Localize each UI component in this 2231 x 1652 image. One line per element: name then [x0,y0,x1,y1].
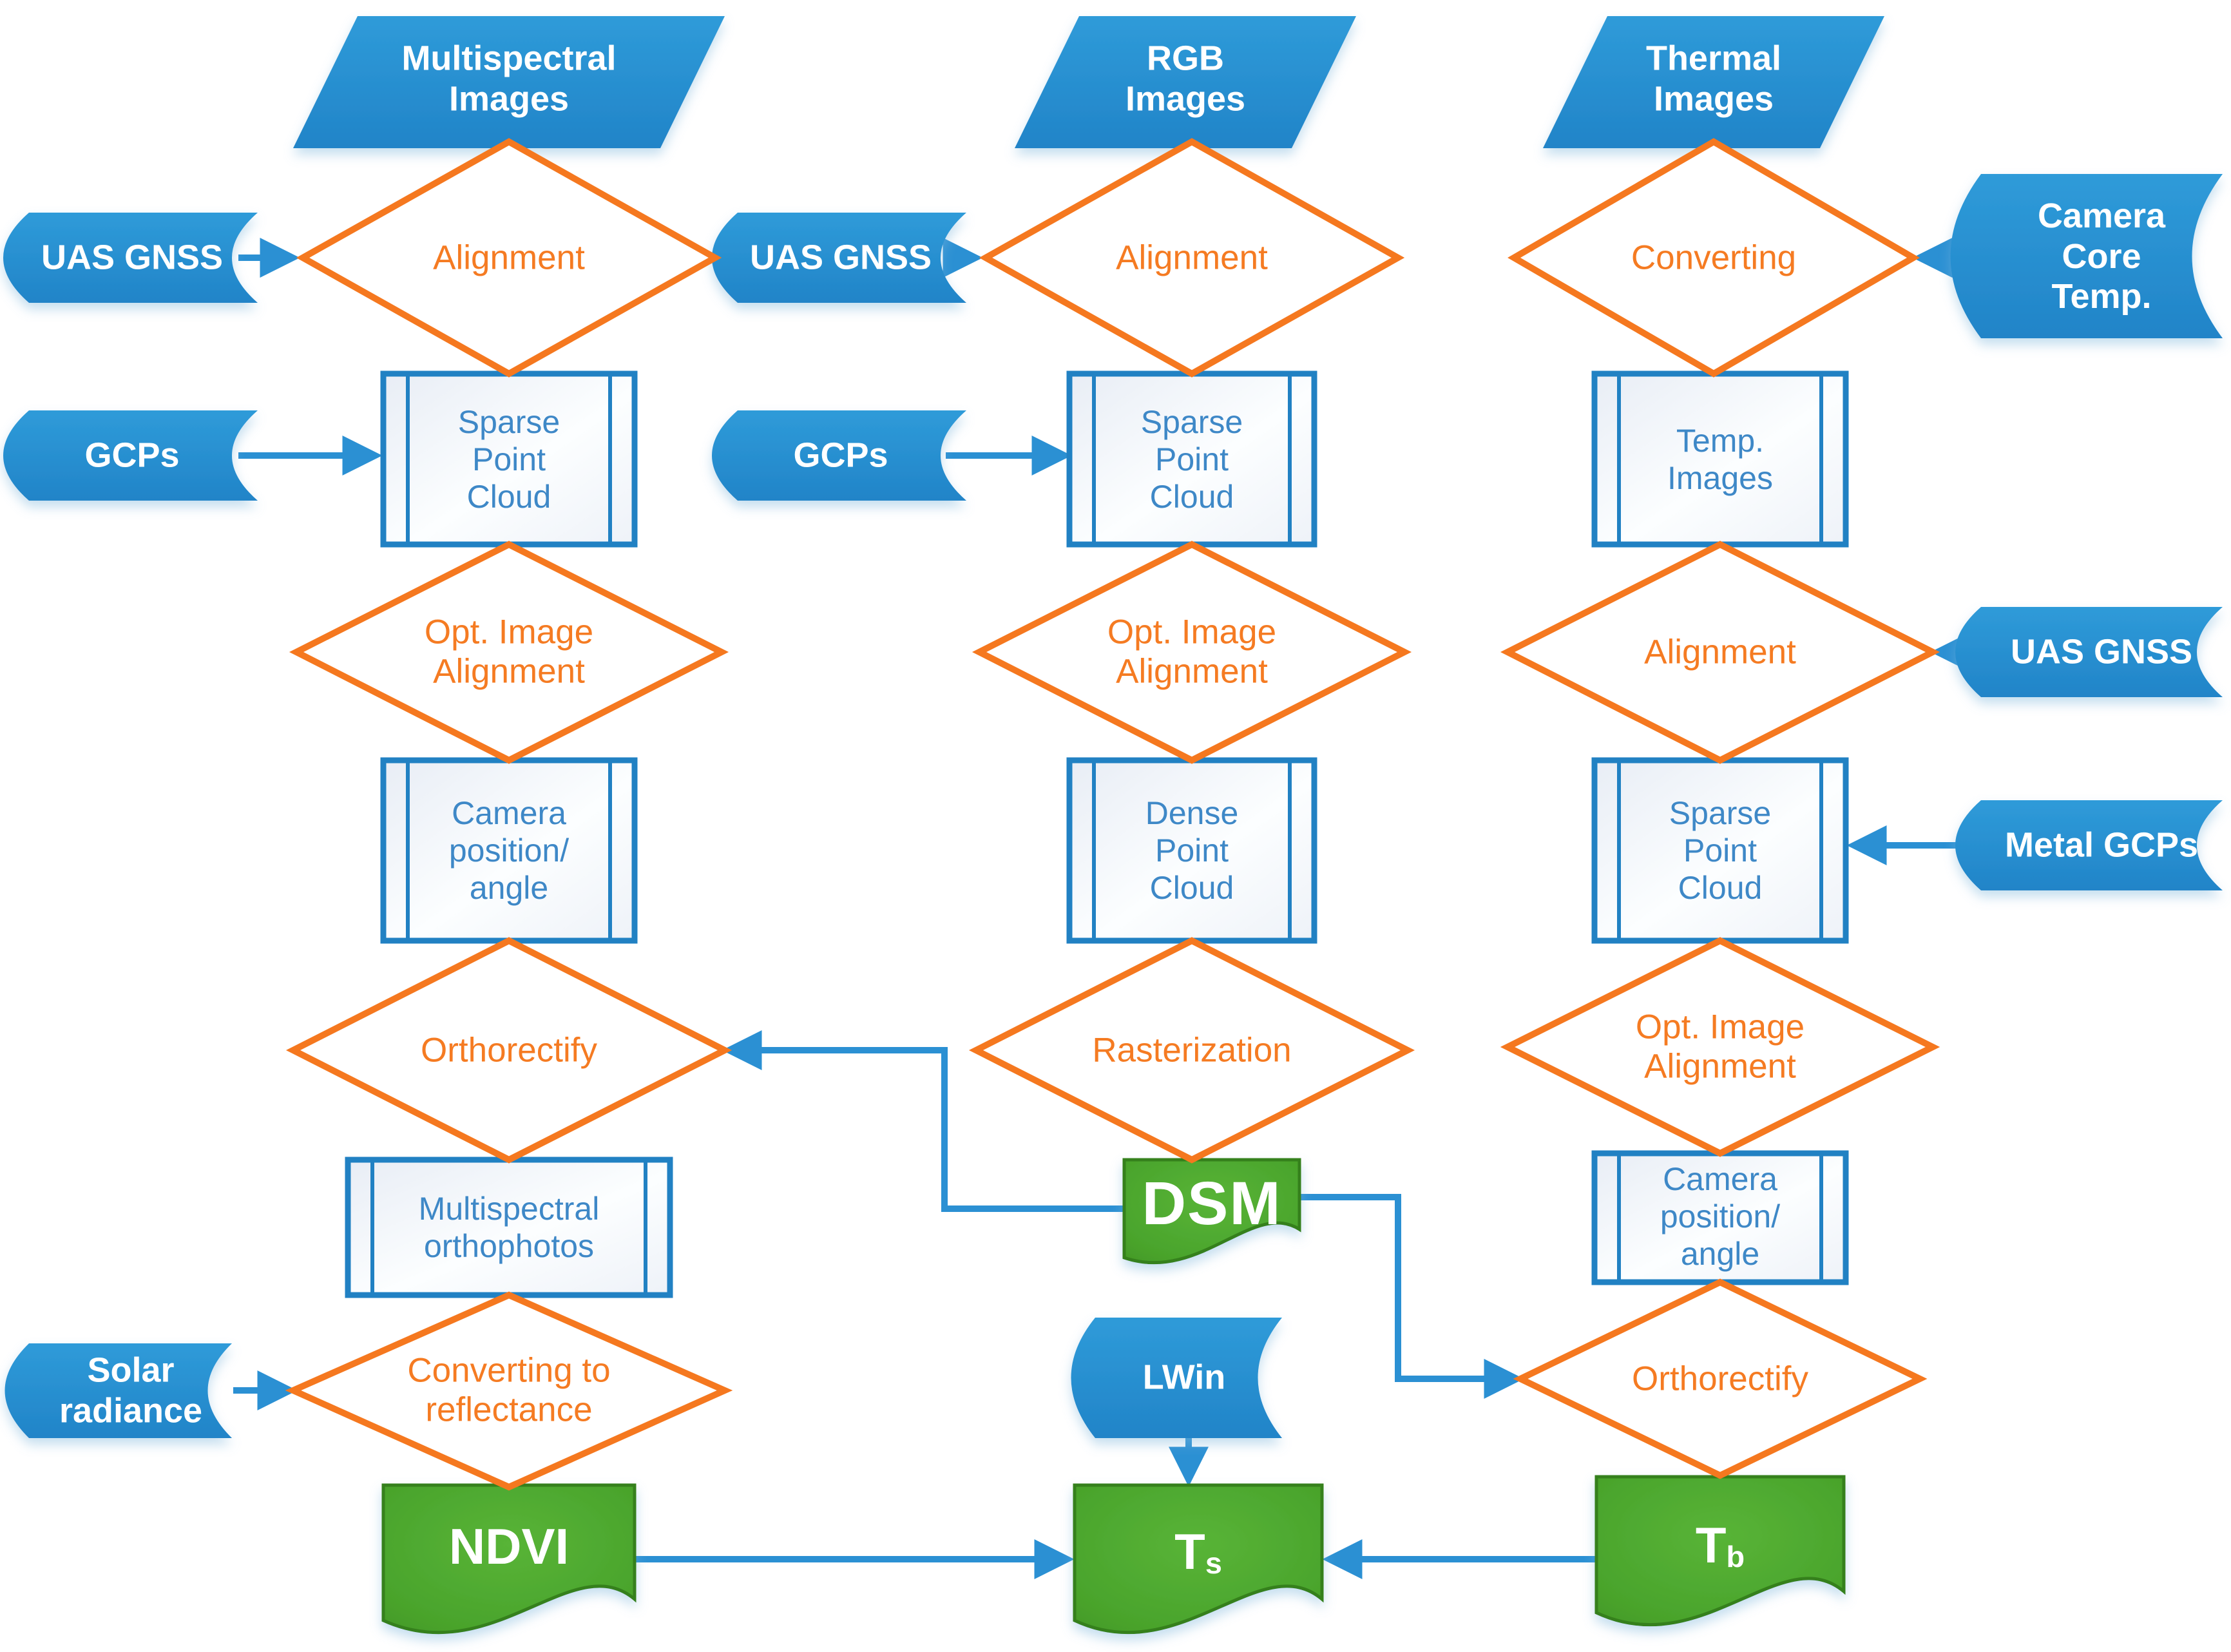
diamond-alignment-multispectral [296,138,722,378]
stored-gcps-rgb [712,410,966,501]
stored-uas-gnss-thermal [1955,607,2223,697]
process-inner-bars [406,760,612,941]
diamond-alignment-rgb [979,138,1405,378]
diamond-converting-thermal [1508,138,1920,378]
stored-uas-gnss-multispectral [3,213,258,303]
stored-metal-gcps [1955,800,2223,890]
document-tb [1594,1475,1846,1627]
diamond-orthorectify-multispectral [285,937,732,1164]
process-sparse-point-cloud-rgb [1066,370,1317,548]
diamond-alignment-thermal [1500,541,1940,764]
process-temp-images [1591,370,1849,548]
process-inner-bars [1617,1153,1823,1282]
diamond-opt-image-alignment-multispectral [289,541,729,764]
process-inner-bars [370,1160,647,1295]
parallelogram-rgb-images [1015,16,1356,148]
parallelogram-thermal-images [1543,16,1884,148]
process-inner-bars [1617,374,1823,544]
process-inner-bars [1617,760,1823,941]
diamond-orthorectify-thermal [1513,1278,1928,1479]
diamond-rasterization [968,937,1415,1164]
stored-camera-core-temp [1950,174,2223,338]
process-camera-position-angle-multispectral [380,757,638,944]
parallelogram-multispectral-images [293,16,725,148]
diamond-opt-image-alignment-rgb [972,541,1412,764]
process-inner-bars [1092,374,1292,544]
connector-dsm-to-orthorectify-multispectral [722,1030,1124,1212]
stored-gcps-multispectral [3,410,258,501]
document-ts [1073,1483,1324,1635]
process-dense-point-cloud [1066,757,1317,944]
process-inner-bars [1092,760,1292,941]
document-dsm [1122,1158,1301,1265]
diamond-opt-image-alignment-thermal [1500,937,1940,1157]
process-sparse-point-cloud-multispectral [380,370,638,548]
diamond-converting-to-reflectance [285,1291,733,1491]
stored-lwin [1071,1318,1282,1438]
process-multispectral-orthophotos [345,1157,673,1298]
process-sparse-point-cloud-thermal [1591,757,1849,944]
process-camera-position-angle-thermal [1591,1150,1849,1285]
process-inner-bars [406,374,612,544]
stored-uas-gnss-rgb [712,213,966,303]
document-ndvi [381,1483,637,1635]
connector-dsm-to-orthorectify-thermal [1299,1194,1524,1399]
stored-solar-radiance [5,1343,232,1438]
